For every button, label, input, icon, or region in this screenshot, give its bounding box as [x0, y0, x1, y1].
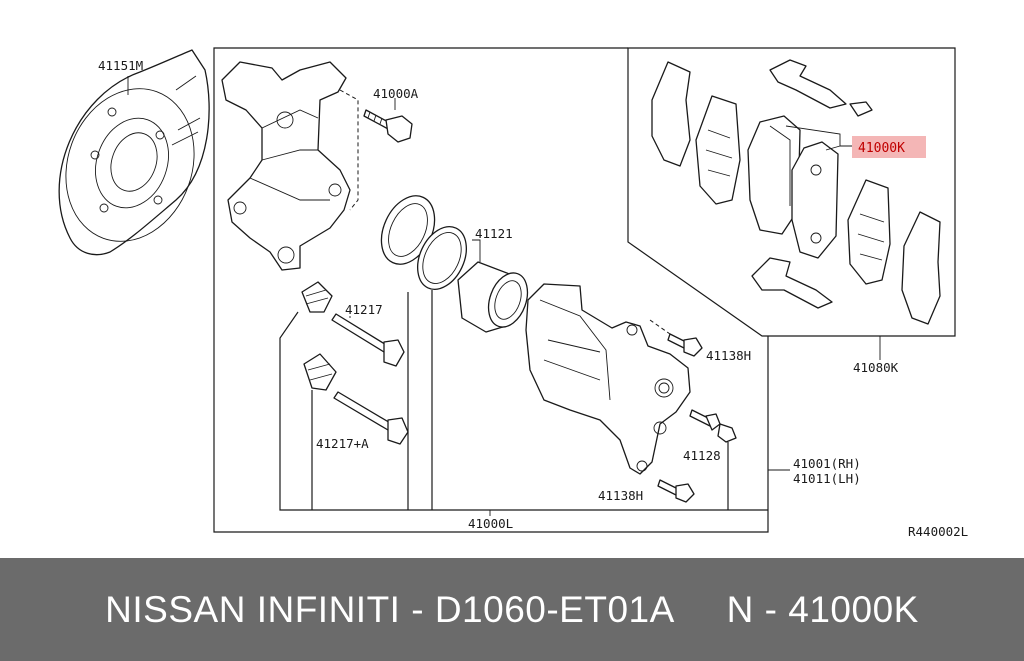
label-41121: 41121	[475, 226, 513, 241]
bleeder-41128	[689, 409, 737, 443]
label-41001: 41001(RH)	[793, 456, 861, 471]
bolt-41138H-top	[667, 333, 703, 357]
guide-pin-41217	[331, 313, 405, 367]
leader-41000K-a	[785, 125, 852, 147]
brake-pad-41000K-outer	[791, 141, 839, 259]
caliper-body	[525, 283, 691, 475]
assembly-frame-41000L	[213, 47, 769, 533]
parts-diagram: 41151M 41000A 41121	[58, 47, 968, 539]
pad-shim-left	[695, 95, 741, 205]
leader-pins-frame	[279, 311, 768, 511]
reference-code: R440002L	[908, 524, 968, 539]
brake-pad-41000K-inner	[747, 115, 801, 235]
label-41000K: 41000K	[858, 141, 905, 156]
footer-part-numbers: NISSAN INFINITI - D1060-ET01A N - 41000K	[105, 588, 919, 630]
leader-41000K-b	[825, 145, 841, 151]
label-41217: 41217	[345, 302, 383, 317]
guide-pin-boot-41217A	[303, 353, 337, 391]
label-41000L: 41000L	[468, 516, 513, 531]
footer-banner: NISSAN INFINITI - D1060-ET01A N - 41000K	[0, 558, 1024, 661]
label-41000A: 41000A	[373, 86, 419, 101]
label-41011: 41011(LH)	[793, 471, 861, 486]
anti-rattle-shim-right	[901, 211, 941, 325]
bolt-41000A	[363, 109, 413, 143]
label-41151M: 41151M	[98, 58, 143, 73]
guide-pin-boot-41217	[301, 281, 333, 313]
pad-clip-bottom	[751, 257, 833, 309]
piston-41121	[457, 261, 529, 333]
pad-clip-top	[769, 59, 873, 117]
leader-41121	[472, 239, 481, 262]
pad-shim-right	[847, 179, 891, 285]
bolt-top-dashline	[649, 319, 671, 335]
label-41080K: 41080K	[853, 360, 899, 375]
label-41128: 41128	[683, 448, 721, 463]
anti-rattle-shim-left	[651, 61, 691, 167]
pad-kit-frame-41080K	[627, 47, 956, 337]
bracket-dashline	[339, 89, 359, 211]
dust-shield-41151M	[58, 49, 210, 256]
label-41217A: 41217+A	[316, 436, 369, 451]
dust-boot-ring	[417, 226, 467, 290]
guide-pin-41217A	[333, 391, 409, 445]
label-41138H-bottom: 41138H	[598, 488, 643, 503]
label-41138H-top: 41138H	[706, 348, 751, 363]
bolt-41138H-bottom	[657, 479, 695, 503]
highlight-41000K	[852, 136, 926, 158]
caliper-bracket	[221, 61, 351, 271]
